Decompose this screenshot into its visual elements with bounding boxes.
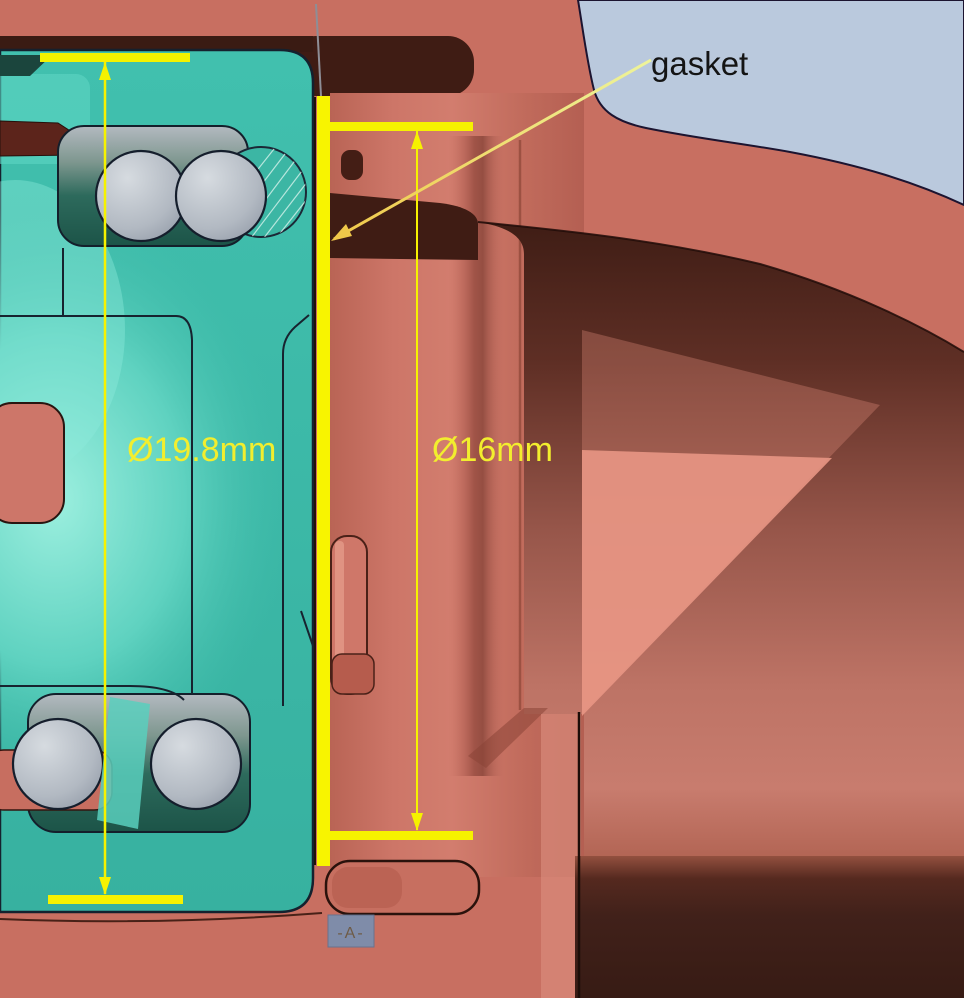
arrow-down-icon xyxy=(99,877,111,895)
bore-edge-line xyxy=(477,221,964,353)
dimension-outer-diameter[interactable]: Ø19.8mm xyxy=(40,53,276,904)
fitting-bottom-dark xyxy=(575,856,964,998)
bearing-ball-4[interactable] xyxy=(149,717,243,811)
dim-inner-label: Ø16mm xyxy=(432,431,553,469)
extension-bar-bottom xyxy=(48,895,183,904)
datum-box xyxy=(327,914,375,948)
boss-bright-strip xyxy=(541,714,581,998)
datum-label: -A- xyxy=(337,925,364,942)
section-trace-line xyxy=(315,3,322,97)
bore-cone-highlight xyxy=(582,450,832,716)
face-notch xyxy=(341,150,363,180)
arrow-down-icon xyxy=(411,813,423,831)
dimension-inner-diameter[interactable]: Ø16mm xyxy=(330,122,553,840)
housing-top-notch xyxy=(0,55,52,76)
teal-bearing-housing[interactable] xyxy=(0,48,315,914)
fitting-top-slot xyxy=(290,36,474,96)
fitting-bottom-edge-line xyxy=(0,912,323,923)
extension-bar-top xyxy=(330,122,473,131)
bearing-ball-2[interactable] xyxy=(174,149,268,243)
shadow-strip-above-housing xyxy=(0,36,313,52)
datum-flag-a[interactable]: -A- xyxy=(327,914,375,948)
extension-bar-top xyxy=(40,53,190,62)
fitting-pin-boss xyxy=(330,535,375,695)
cage-wedge xyxy=(97,697,150,829)
gasket-label: gasket xyxy=(651,45,748,82)
housing-edge-lines xyxy=(0,248,314,706)
bearing-ball-3[interactable] xyxy=(11,717,105,811)
extension-bar-bottom xyxy=(330,831,473,840)
gasket-callout[interactable]: gasket xyxy=(331,45,748,241)
hub-bore-red xyxy=(0,402,65,524)
gasket-highlight[interactable] xyxy=(317,96,330,866)
bearing-ball-1[interactable] xyxy=(94,149,188,243)
arrow-up-icon xyxy=(99,62,111,80)
hub-highlight xyxy=(0,200,290,800)
arrow-up-icon xyxy=(411,131,423,149)
leader-arrow-icon xyxy=(331,224,352,241)
face-chamfer-shadow xyxy=(468,708,548,768)
counterbore-cavity xyxy=(330,193,478,260)
fitting-bottom-slot xyxy=(324,859,481,916)
dim-outer-label: Ø19.8mm xyxy=(127,431,276,469)
leader-line xyxy=(333,58,652,241)
background-sky xyxy=(576,0,964,207)
